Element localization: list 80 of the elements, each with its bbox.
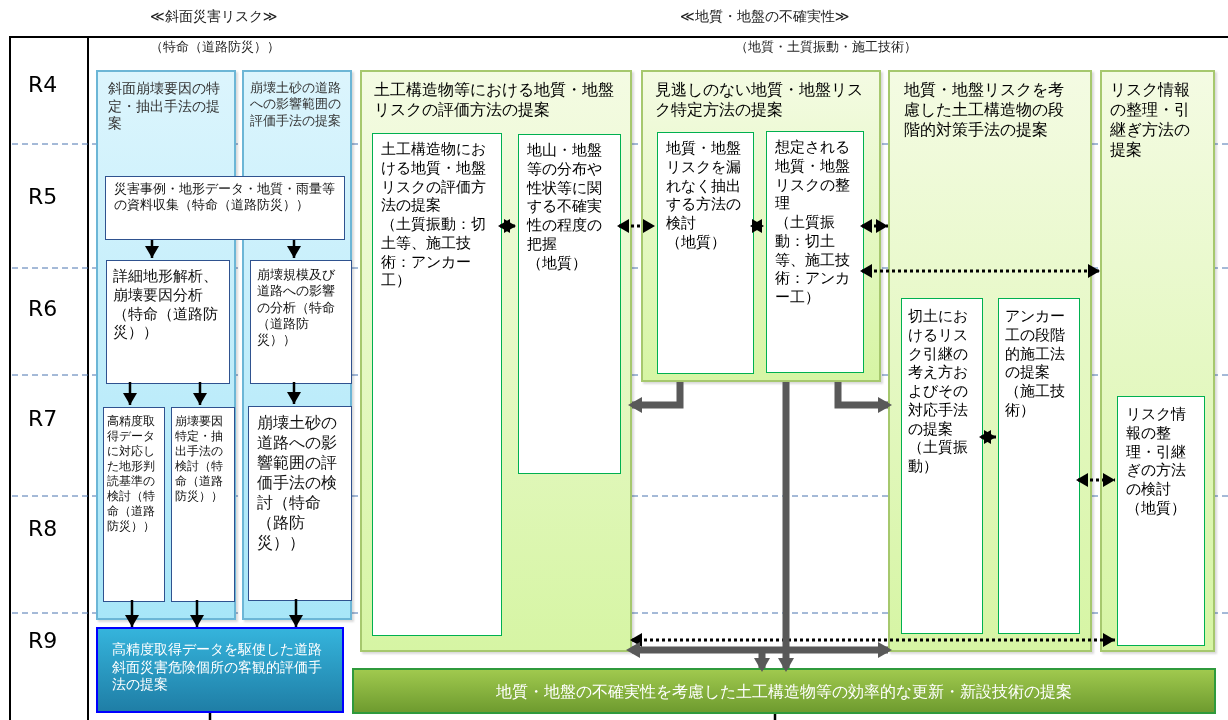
box-note: （施工技術） [1005,382,1066,420]
thick-arrow [778,382,794,672]
double-arrow [626,642,892,658]
arrow [123,382,137,405]
arrow [190,600,204,627]
box-title: リスク情報の整理・引継ぎ方法の提案 [1110,80,1191,160]
dotted-double-arrow [498,219,516,233]
task-box [998,298,1080,634]
arrow [289,599,303,627]
column-panel [360,70,632,652]
arrow [145,240,159,258]
box-title: 地山・地盤等の分布や性状等に関する不確実性の程度の把握 [527,141,603,254]
box-title: 地質・地盤の不確実性を考慮した土工構造物等の効率的な更新・新設技術の提案 [495,682,1073,702]
row-label: R6 [28,296,58,321]
connector-line [208,713,212,720]
row-label: R9 [28,628,58,653]
box-title: 詳細地形解析、崩壊要因分析（特命（道路防災）） [113,267,219,342]
row-label: R7 [28,406,58,431]
dotted-double-arrow [617,219,655,233]
result-box [96,627,344,713]
box-title: 崩壊規模及び道路への影響の分析（特命（道路防災）） [257,267,336,349]
box-title: 切土におけるリスク引継の考え方およびその対応手法の提案 [908,307,969,439]
task-box [657,132,754,374]
thick-arrow [754,650,770,672]
dotted-double-arrow [630,633,1115,647]
box-title: 地質・地盤リスクを漏れなく抽出する方法の検討 [666,139,742,233]
task-box [766,131,864,373]
thick-arrow [834,382,892,413]
result-bar [352,668,1216,714]
task-box [1117,396,1205,646]
dotted-double-arrow [979,430,996,444]
row-label: R5 [28,184,58,209]
box-title: 高精度取得データに対応した地形判読基準の検討（特命（道路防災）） [107,414,156,534]
arrow [287,240,301,258]
box-note: （土質振動：切土等、施工技術：アンカー工） [775,213,851,307]
task-box [901,298,983,634]
box-note: （地質） [1126,498,1187,518]
connector-line [773,714,777,720]
column-panel [641,70,881,382]
box-note: （土質振動：切土等、施工技術：アンカー工） [381,215,487,290]
row-label: R8 [28,516,58,541]
box-title: 土工構造物における地質・地盤リスクの評価方法の提案 [381,140,487,215]
box-title: 斜面崩壊要因の特定・抽出手法の提案 [108,80,221,133]
task-box [518,134,621,474]
box-title: 災害事例・地形データ・地質・雨量等の資料収集（特命（道路防災）） [114,181,336,214]
box-title: 崩壊土砂の道路への影響範囲の評価手法の提案 [250,80,342,129]
section-subheading: （特命（道路防災）） [150,38,280,56]
thick-arrow [628,382,684,413]
dotted-double-arrow [860,264,1100,278]
section-subheading: （地質・土質振動・施工技術） [735,38,917,56]
box-title: 土工構造物等における地質・地盤リスクの評価方法の提案 [374,80,615,120]
task-box [248,406,352,601]
task-box [171,407,235,602]
box-title: リスク情報の整理・引継ぎの方法の検討 [1126,405,1187,499]
box-note: （地質） [527,253,588,273]
box-title: 想定される地質・地盤リスクの整理 [775,138,851,213]
box-title: アンカー工の段階的施工法の提案 [1005,307,1066,382]
arrow [125,600,139,627]
box-title: 地質・地盤リスクを考慮した土工構造物の段階的対策手法の提案 [904,80,1065,140]
box-note: （土質振動） [908,438,969,476]
box-title: 見逃しのない地質・地盤リスク特定方法の提案 [655,80,864,120]
row-label: R4 [28,72,58,97]
column-panel [888,70,1092,652]
box-title: 高精度取得データを駆使した道路斜面災害危険個所の客観的評価手法の提案 [112,641,323,694]
arrow [193,382,207,405]
task-box [105,176,345,240]
dotted-double-arrow [750,219,764,233]
box-title: 崩壊要因特定・抽出手法の検討（特命（道路防災）） [175,414,224,504]
box-title: 崩壊土砂の道路への影響範囲の評価手法の検討（特命（路防災）） [257,413,338,553]
section-heading: ≪斜面災害リスク≫ [150,8,278,26]
dotted-double-arrow [860,219,888,233]
section-heading: ≪地質・地盤の不確実性≫ [680,8,850,26]
task-box [250,260,352,384]
task-box [372,133,502,636]
box-note: （地質） [666,232,727,252]
task-box [103,407,165,602]
task-box [106,260,230,384]
column-panel [1100,70,1215,652]
dotted-double-arrow [1076,473,1115,487]
arrow [287,382,301,404]
